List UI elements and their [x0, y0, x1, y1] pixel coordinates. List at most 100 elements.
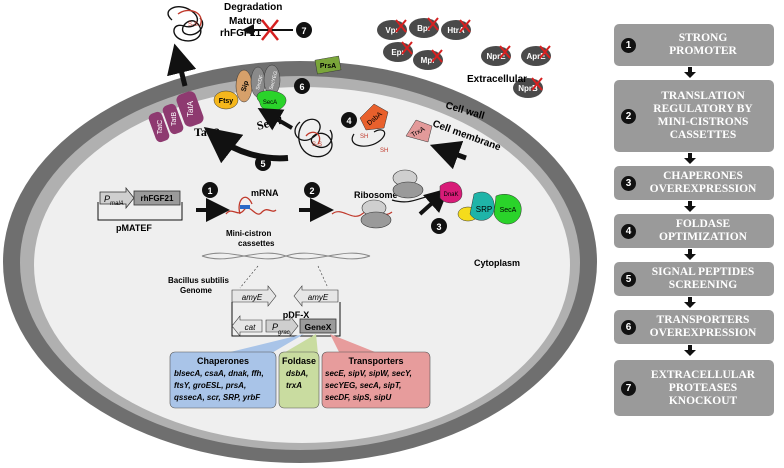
protease-bpr: Bpr: [409, 17, 439, 38]
step-label: TRANSPORTERS OVEREXPRESSION: [649, 314, 757, 339]
knockout-cross-icon: [531, 77, 543, 91]
protease-label: Bpr: [417, 24, 431, 33]
step-4-marker: [341, 112, 357, 128]
plasmid-backbone: [231, 302, 341, 337]
step-label: SIGNAL PEPTIDES SCREENING: [651, 266, 755, 291]
step-number-badge: 6: [621, 319, 636, 335]
mrna-label: mRNA: [251, 188, 279, 198]
step-number-badge: 1: [621, 37, 636, 53]
svg-text:amyE: amyE: [308, 293, 329, 302]
step-7-marker: [296, 22, 312, 38]
protease-nprb: NprB: [513, 77, 543, 98]
tatb-label: TatB: [171, 112, 178, 126]
svg-text:SH: SH: [380, 148, 388, 154]
svg-text:ftsY, groESL, prsA,: ftsY, groESL, prsA,: [174, 381, 246, 390]
step-2-marker: [304, 182, 320, 198]
svg-text:5: 5: [260, 159, 265, 169]
protease-label: Epr: [391, 48, 404, 57]
protease-label: NprB: [518, 84, 538, 93]
genex-box: [299, 318, 337, 334]
transporters-title: Transporters: [348, 356, 403, 366]
svg-text:4: 4: [346, 116, 351, 126]
pgrac-promoter: [265, 315, 299, 337]
protease-label: AprE: [526, 52, 546, 61]
svg-text:GeneX: GeneX: [305, 322, 332, 332]
degradation-label: Degradation: [224, 2, 282, 13]
svg-text:cat: cat: [245, 323, 256, 332]
chaperones-box: Chaperones blsecA, csaA, dnak, ffh, ftsY…: [169, 351, 277, 409]
protease-htra: HtrA: [441, 19, 471, 40]
ribosome-label: Ribosome: [354, 190, 398, 200]
svg-text:S-S: S-S: [312, 142, 322, 148]
svg-text:secE, sipV, sipW, secY,: secE, sipV, sipW, secY,: [325, 369, 412, 378]
chaperones-title: Chaperones: [197, 356, 249, 366]
step-number-badge: 7: [621, 380, 636, 396]
protease-label: Mpr: [421, 56, 436, 65]
strategy-step-3: 3 CHAPERONES OVEREXPRESSION: [614, 166, 774, 200]
svg-text:2: 2: [309, 186, 314, 196]
tat-question: Tat ?: [194, 125, 220, 139]
mature-protein-icon: [167, 6, 204, 42]
srp-label: SRP: [476, 205, 492, 214]
strategy-step-4: 4 FOLDASE OPTIMIZATION: [614, 214, 774, 248]
svg-text:3: 3: [436, 222, 441, 232]
knockout-cross-icon: [427, 17, 439, 31]
seca-label: SecA: [263, 100, 277, 106]
step-label: FOLDASE OPTIMIZATION: [659, 218, 747, 243]
svg-text:blsecA, csaA, dnak, ffh,: blsecA, csaA, dnak, ffh,: [174, 369, 264, 378]
foldase-title: Foldase: [282, 356, 316, 366]
protease-apre: AprE: [521, 45, 551, 66]
extracellular-label: Extracellular: [467, 74, 527, 85]
pmala-promoter: [99, 186, 135, 210]
svg-text:rhFGF21: rhFGF21: [141, 194, 174, 203]
svg-text:SH: SH: [360, 134, 368, 140]
step-6-marker: [294, 78, 310, 94]
tatc-label: TatC: [157, 120, 164, 134]
rhfgf21-gene: [133, 190, 181, 206]
svg-text:P: P: [104, 194, 110, 204]
chaperone-complex: DnaK SRP SecA: [392, 169, 522, 225]
knockout-cross-icon: [459, 19, 471, 33]
trxa-shape: [405, 119, 433, 143]
export-arrow: [203, 126, 289, 164]
svg-text:grac: grac: [278, 330, 290, 336]
protease-label: NprE: [486, 52, 506, 61]
seca2-label: SecA: [500, 207, 517, 214]
svg-text:qssecA, scr, SRP, yrbF: qssecA, scr, SRP, yrbF: [174, 393, 261, 402]
step-3-marker: [431, 218, 447, 234]
step-number-badge: 4: [621, 223, 636, 239]
knockout-cross-icon: [395, 19, 407, 33]
svg-text:secYEG, secA, sipT,: secYEG, secA, sipT,: [325, 381, 401, 390]
svg-text:S-S: S-S: [188, 22, 198, 28]
svg-text:amyE: amyE: [242, 293, 263, 302]
protease-label: Vpr: [385, 26, 398, 35]
step-number-badge: 5: [621, 271, 636, 287]
protease-npre: NprE: [481, 45, 511, 66]
svg-text:1: 1: [207, 186, 212, 196]
mature-label: Mature: [229, 16, 262, 27]
amye-left: [231, 285, 277, 307]
blocked-cross-icon: [261, 19, 279, 41]
step-label: CHAPERONES OVEREXPRESSION: [649, 170, 757, 195]
cytoplasm-label: Cytoplasm: [474, 258, 520, 268]
cell-diagram: Degradation Mature rhFGF21 S-S 7 Vpr Bpr H…: [3, 2, 597, 463]
rhfgf21-label: rhFGF21: [220, 28, 262, 39]
strategy-step-5: 5 SIGNAL PEPTIDES SCREENING: [614, 262, 774, 296]
svg-text:7: 7: [301, 26, 306, 36]
step-number-badge: 3: [621, 175, 636, 191]
sip-label: Sip: [241, 80, 251, 92]
protease-label: HtrA: [447, 26, 465, 35]
ribosome-icon: [360, 199, 392, 229]
sec-translocon: Ftsy Sip SecDF SecYEG SecA: [213, 64, 287, 111]
protease-epr: Epr: [383, 41, 413, 62]
knockout-cross-icon: [499, 45, 511, 59]
pmatef-label: pMATEF: [116, 223, 152, 233]
cytoplasm: [34, 87, 570, 443]
svg-text:P: P: [272, 322, 278, 332]
svg-text:malA: malA: [110, 201, 124, 207]
mrna-strand: [225, 207, 277, 215]
